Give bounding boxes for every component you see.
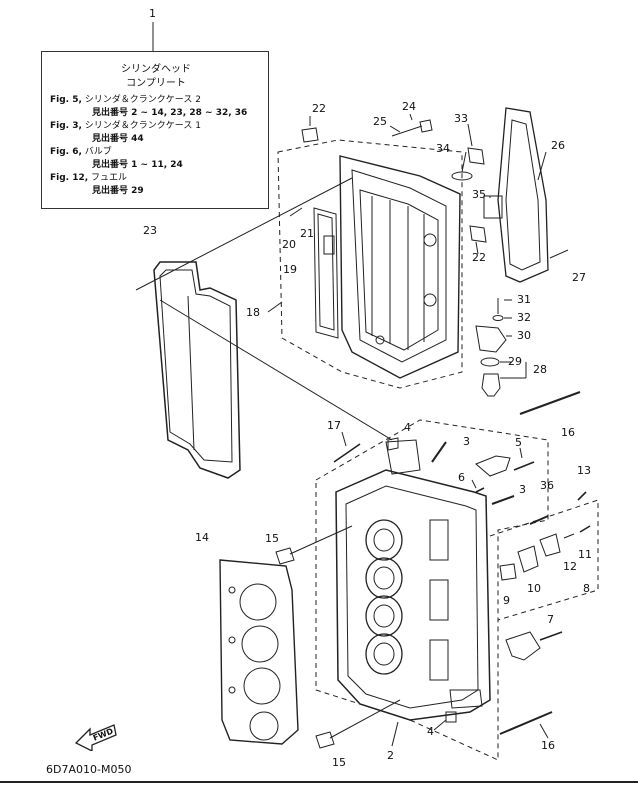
callout-16b: 16 [541,739,555,752]
callout-7: 7 [547,613,554,626]
callout-9: 9 [503,594,510,607]
callout-8: 8 [583,582,590,595]
note-sub-1: 見出番号 2 ~ 14, 23, 28 ~ 32, 36 [92,105,247,118]
callout-29: 29 [508,355,522,368]
note-text: シリンダ＆クランクケース 2 [84,95,201,105]
callout-28: 28 [533,363,547,376]
callout-3b: 3 [519,483,526,496]
callout-16: 16 [561,426,575,439]
callout-10: 10 [527,582,541,595]
reference-note-box: シリンダヘッド コンプリート Fig. 5, シリンダ＆クランクケース 2 見出… [41,51,269,209]
note-fig: Fig. 5, [50,95,82,105]
note-fig: Fig. 6, [50,147,82,157]
note-row-4: Fig. 12, フュエル [50,170,127,183]
callout-22: 22 [312,102,326,115]
callout-34: 34 [436,142,450,155]
callout-5: 5 [515,436,522,449]
callout-21: 21 [300,227,314,240]
note-row-3: Fig. 6, バルブ [50,144,112,157]
callout-27: 27 [572,271,586,284]
callout-15: 15 [265,532,279,545]
note-sub: 見出番号 1 ~ 11, 24 [92,160,183,170]
callout-4: 4 [404,421,411,434]
callout-35: 35 [472,188,486,201]
callout-20: 20 [282,238,296,251]
callout-2: 2 [387,749,394,762]
callout-6: 6 [458,471,465,484]
note-fig: Fig. 12, [50,173,89,183]
callout-30: 30 [517,329,531,342]
note-row-2: Fig. 3, シリンダ＆クランクケース 1 [50,118,201,131]
note-fig: Fig. 3, [50,121,82,131]
callout-3: 3 [463,435,470,448]
note-sub: 見出番号 29 [92,186,144,196]
note-row-1: Fig. 5, シリンダ＆クランクケース 2 [50,92,201,105]
note-text: シリンダ＆クランクケース 1 [84,121,201,131]
callout-11: 11 [578,548,592,561]
callout-22b: 22 [472,251,486,264]
callout-14: 14 [195,531,209,544]
callout-4b: 4 [427,725,434,738]
callout-26: 26 [551,139,565,152]
callout-12: 12 [563,560,577,573]
note-title-2: コンプリート [126,78,186,89]
note-sub-4: 見出番号 29 [92,183,144,196]
note-text: フュエル [91,173,128,183]
note-sub-2: 見出番号 44 [92,131,144,144]
callout-25: 25 [373,115,387,128]
callout-15b: 15 [332,756,346,769]
fwd-arrow-icon: FWD [74,724,117,751]
callout-36: 36 [540,479,554,492]
note-title-1: シリンダヘッド [121,64,191,75]
callout-23: 23 [143,224,157,237]
cylinder-head-part [335,439,491,721]
callout-17: 17 [327,419,341,432]
callout-1: 1 [149,7,156,20]
note-sub: 見出番号 44 [92,134,144,144]
callout-18: 18 [246,306,260,319]
callout-13: 13 [577,464,591,477]
document-id: 6D7A010-M050 [46,763,132,776]
callout-19: 19 [283,263,297,276]
head-cover-part [339,155,461,379]
callout-31: 31 [517,293,531,306]
callout-32: 32 [517,311,531,324]
note-sub-3: 見出番号 1 ~ 11, 24 [92,157,183,170]
bottom-rule [0,781,638,783]
note-text: バルブ [84,147,112,157]
callout-24: 24 [402,100,416,113]
callout-33: 33 [454,112,468,125]
note-sub: 見出番号 2 ~ 14, 23, 28 ~ 32, 36 [92,108,248,118]
